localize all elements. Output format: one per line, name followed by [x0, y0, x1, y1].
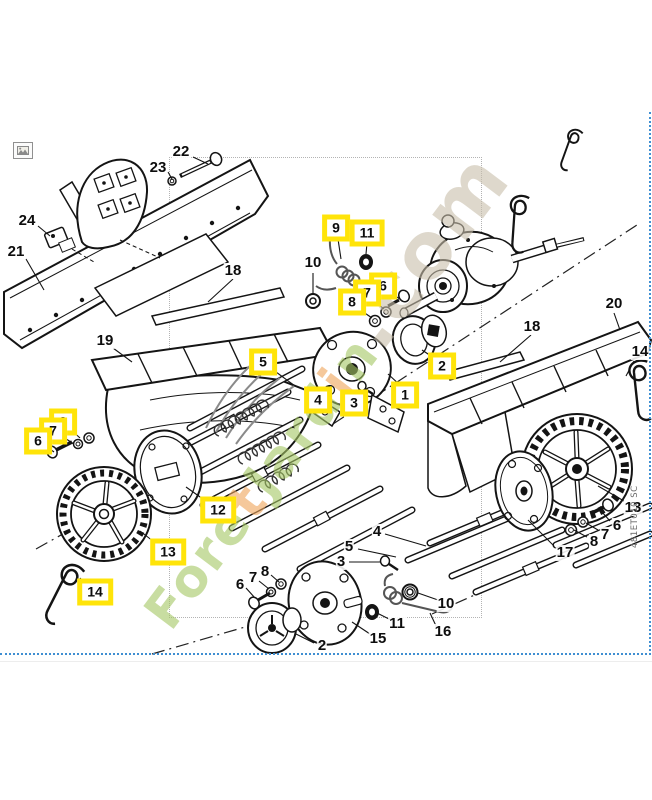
part-label-10: 10	[436, 595, 456, 612]
part-label-11: 11	[388, 615, 406, 632]
part-label-3[interactable]: 3	[340, 389, 368, 417]
part-label-18: 18	[223, 262, 243, 279]
part-label-6: 6	[611, 517, 623, 534]
seal-ring-11-top	[359, 254, 373, 270]
wheel-hardware-right	[564, 498, 614, 537]
part-label-18: 18	[522, 318, 542, 335]
image-selection-border	[0, 112, 651, 655]
mount-bracket	[58, 158, 161, 259]
part-label-2: 2	[316, 637, 328, 654]
part-label-4: 4	[371, 523, 383, 540]
hardware-bottom	[248, 578, 287, 610]
part-label-8[interactable]: 8	[338, 288, 366, 316]
bearing-housing-bottom	[247, 602, 302, 654]
part-label-11[interactable]: 11	[349, 219, 385, 247]
part-labels-layer: 2223242118191091167821543182014976121314…	[6, 143, 650, 654]
hub-disc-17	[494, 450, 554, 532]
part-label-9[interactable]: 9	[322, 214, 350, 242]
shaft-coil-springs	[213, 399, 299, 493]
part-label-14[interactable]: 14	[77, 578, 113, 606]
part-label-24: 24	[17, 212, 37, 229]
part-label-22: 22	[171, 143, 191, 160]
image-placeholder-glyph	[17, 146, 29, 155]
broken-image-icon	[13, 142, 33, 159]
bottom-divider	[0, 661, 652, 662]
scraper-blade-left	[150, 287, 286, 326]
part-label-7: 7	[599, 526, 611, 543]
part-label-6[interactable]: 6	[24, 427, 52, 455]
part-label-21: 21	[6, 243, 26, 260]
part-label-8: 8	[259, 563, 271, 580]
tine-shafts-left	[168, 365, 416, 573]
part-label-5[interactable]: 5	[249, 348, 277, 376]
screw-3-bottom	[379, 555, 399, 572]
part-label-13[interactable]: 13	[150, 538, 186, 566]
wheel-left	[56, 466, 152, 562]
deflector-plate	[3, 158, 270, 350]
part-label-19: 19	[95, 332, 115, 349]
part-label-4[interactable]: 4	[304, 386, 332, 414]
bracket-24	[43, 226, 95, 263]
part-label-12[interactable]: 12	[200, 496, 236, 524]
part-label-20: 20	[604, 295, 624, 312]
part-label-13: 13	[623, 499, 643, 516]
tension-spring-16	[383, 573, 453, 614]
part-label-6: 6	[234, 576, 246, 593]
part-label-1[interactable]: 1	[391, 381, 419, 409]
part-label-16: 16	[433, 623, 453, 640]
gearbox	[399, 214, 585, 319]
part-label-23: 23	[148, 159, 168, 176]
part-label-15: 15	[368, 630, 388, 647]
hardware-top	[368, 289, 411, 328]
seal-ring-11-bottom	[365, 604, 379, 620]
part-label-7: 7	[247, 569, 259, 586]
part-label-14: 14	[630, 343, 650, 360]
part-label-17: 17	[555, 544, 575, 561]
part-label-5: 5	[343, 538, 355, 555]
part-label-8: 8	[588, 533, 600, 550]
part-label-2[interactable]: 2	[428, 352, 456, 380]
nut-23	[167, 176, 177, 186]
part-label-3: 3	[335, 553, 347, 570]
washer-10-bottom	[401, 583, 419, 601]
bearing-flange-center	[311, 330, 405, 434]
part-label-10: 10	[303, 254, 323, 271]
washer-10-top	[305, 293, 321, 309]
